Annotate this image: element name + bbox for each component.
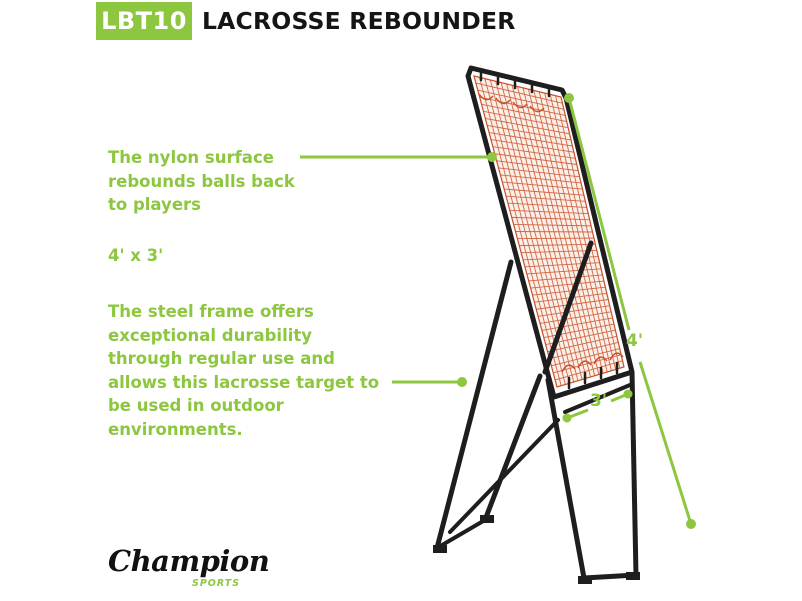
logo-wordmark: Champion <box>108 544 270 578</box>
feature-steel-frame: The steel frame offers exceptional durab… <box>108 302 380 439</box>
height-dimension-label: 4' <box>626 331 644 351</box>
width-dimension-label: 3' <box>590 391 608 411</box>
logo-subtitle: SPORTS <box>192 578 241 589</box>
model-badge: LBT10 <box>96 2 192 40</box>
champion-sports-logo: Champion SPORTS <box>108 544 270 595</box>
callout-lines <box>300 152 497 387</box>
width-dimension-line <box>562 389 633 423</box>
rebounder-net <box>473 75 625 388</box>
feature-nylon-surface: The nylon surface rebounds balls back to… <box>108 148 295 214</box>
height-dimension-line <box>564 93 696 529</box>
page-title: LACROSSE REBOUNDER <box>202 7 516 35</box>
feature-size: 4' x 3' <box>108 246 164 265</box>
steel-frame <box>433 65 640 584</box>
